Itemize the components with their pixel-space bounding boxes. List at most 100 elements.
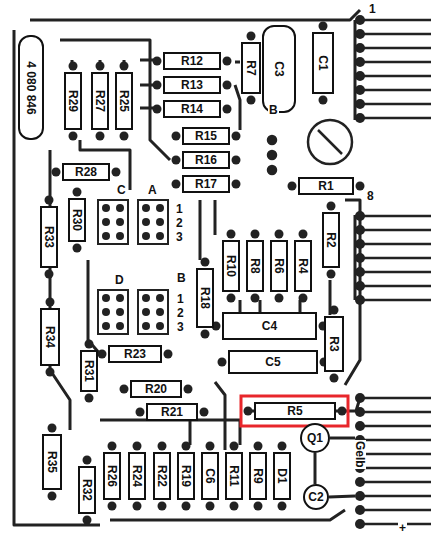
header-pin [102, 204, 164, 330]
solder-pad [69, 132, 78, 141]
component-circle: C2 [303, 484, 329, 510]
component-label: R21 [161, 406, 183, 418]
component-outline: C1 [312, 32, 334, 94]
component-outline: R32 [78, 466, 96, 514]
component-outline: R27 [91, 72, 109, 130]
component-outline: R9 [249, 452, 267, 500]
solder-pad [206, 442, 215, 451]
silkscreen-label: 2 [175, 217, 184, 229]
solder-pad [153, 105, 162, 114]
component-outline: C5 [228, 350, 318, 374]
component-label: 4 080 846 [25, 61, 37, 114]
component-outline: R35 [42, 434, 62, 490]
component-outline: R18 [196, 268, 214, 328]
component-label: R6 [273, 258, 285, 273]
silkscreen-label: C [116, 184, 127, 196]
solder-pad [227, 294, 236, 303]
solder-pad [218, 358, 227, 367]
component-label: R3 [328, 336, 340, 351]
solder-pad [83, 456, 92, 465]
component-label: R15 [195, 130, 217, 142]
component-outline: R8 [246, 240, 264, 292]
connector-wire [360, 20, 431, 524]
solder-pad [278, 502, 287, 511]
silkscreen-label: + [398, 522, 407, 534]
component-label: C6 [204, 468, 216, 483]
copper-trace [330, 437, 355, 440]
solder-pad [108, 502, 117, 511]
component-outline: 4 080 846 [18, 35, 44, 140]
component-label: R30 [71, 209, 83, 231]
solder-pad [254, 442, 263, 451]
component-label: R8 [249, 258, 261, 273]
component-label: R18 [199, 287, 211, 309]
component-label: R4 [297, 258, 309, 273]
component-outline: R16 [182, 151, 230, 169]
component-label: R13 [181, 79, 203, 91]
component-outline: D1 [273, 452, 291, 500]
solder-pad [98, 350, 107, 359]
solder-pad [275, 294, 284, 303]
solder-pad [45, 270, 54, 279]
solder-pad [201, 330, 210, 339]
component-outline: R13 [163, 76, 221, 94]
component-outline: C6 [201, 452, 219, 500]
component-outline: R31 [80, 350, 98, 392]
solder-pad [184, 385, 193, 394]
component-outline: R19 [177, 452, 195, 500]
solder-pad [230, 442, 239, 451]
component-outline: R33 [40, 206, 58, 268]
solder-pad [46, 298, 55, 307]
solder-pad [133, 502, 142, 511]
component-label: R10 [225, 255, 237, 277]
solder-pad [356, 182, 365, 191]
solder-pad [299, 294, 308, 303]
component-label: R22 [156, 465, 168, 487]
solder-pad [182, 502, 191, 511]
component-label: R17 [195, 178, 217, 190]
solder-pad [158, 502, 167, 511]
solder-pad [120, 385, 129, 394]
component-label: C5 [265, 356, 280, 368]
solder-pad [120, 132, 129, 141]
solder-pad [254, 502, 263, 511]
component-pad [45, 22, 365, 525]
component-label: R7 [245, 60, 257, 75]
solder-pad [223, 105, 232, 114]
solder-pad [83, 516, 92, 525]
component-label: R23 [124, 348, 146, 360]
component-label: R31 [83, 360, 95, 382]
component-outline: R15 [182, 127, 230, 145]
component-label: D1 [276, 468, 288, 483]
solder-pad [251, 230, 260, 239]
solder-pad [227, 230, 236, 239]
component-label: R14 [181, 103, 203, 115]
component-outline: R22 [153, 452, 171, 500]
solder-pad [96, 132, 105, 141]
solder-pad [133, 442, 142, 451]
solder-pad [172, 156, 181, 165]
copper-trace [14, 10, 360, 525]
solder-pad [232, 180, 241, 189]
silkscreen-label: 1 [368, 3, 377, 15]
solder-pad [46, 368, 55, 377]
component-outline: R14 [163, 100, 221, 118]
highlight-box [241, 396, 348, 426]
solder-pad [153, 81, 162, 90]
solder-pad [164, 350, 173, 359]
solder-pad [330, 306, 339, 315]
component-label: R5 [287, 405, 302, 417]
silkscreen-label: 1 [176, 293, 185, 305]
silkscreen-label: 8 [366, 190, 375, 202]
solder-pad [112, 168, 121, 177]
solder-pad [251, 294, 260, 303]
silkscreen-label: B [176, 272, 187, 284]
component-outline: R17 [182, 175, 230, 193]
copper-trace [314, 453, 317, 484]
silkscreen-label: D [114, 274, 125, 286]
component-label: R25 [118, 90, 130, 112]
component-label: R28 [75, 166, 97, 178]
solder-pad [85, 394, 94, 403]
